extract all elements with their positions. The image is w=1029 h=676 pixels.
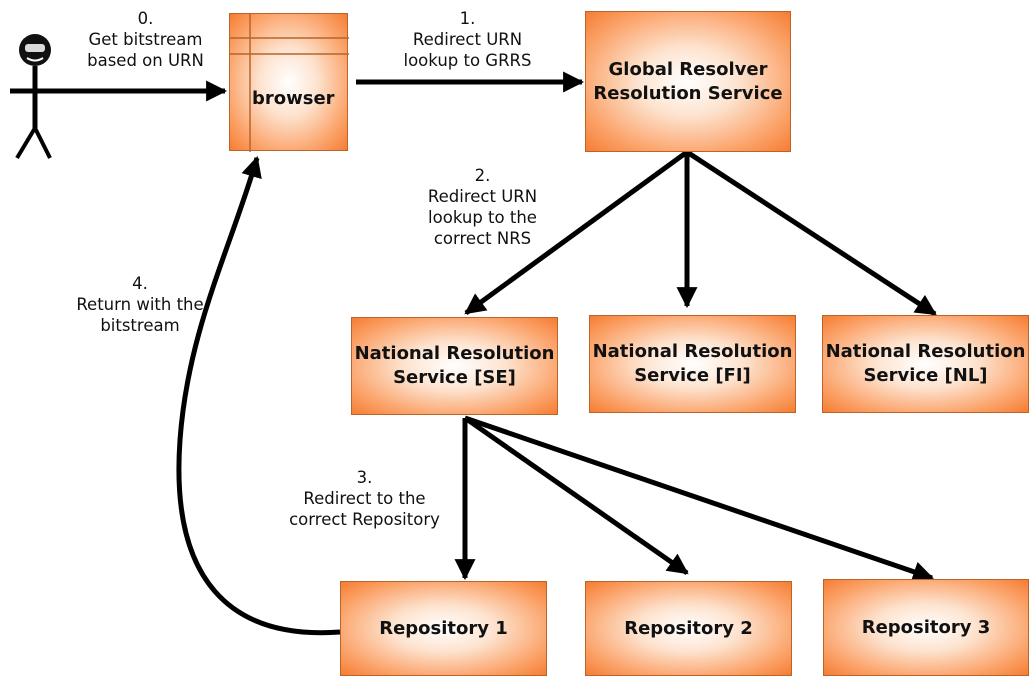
- repository-3-node[interactable]: Repository 3: [823, 579, 1029, 676]
- grrs-node[interactable]: Global Resolver Resolution Service: [585, 11, 791, 152]
- step-1-label: 1. Redirect URN lookup to GRRS: [403, 9, 532, 70]
- arrow-nrs-se-to-repo3: [464, 415, 934, 582]
- arrow-repo1-to-browser: [176, 155, 341, 636]
- browser-window[interactable]: browser: [229, 13, 349, 152]
- arrow-nrs-se-to-repo2: [463, 415, 689, 576]
- nrs-nl-node[interactable]: National Resolution Service [NL]: [822, 315, 1029, 413]
- step-3-label: 3. Redirect to the correct Repository: [289, 468, 440, 529]
- step-2-label: 2. Redirect URN lookup to the correct NR…: [427, 166, 538, 248]
- browser-label: browser: [252, 88, 335, 109]
- nrs-fi-node[interactable]: National Resolution Service [FI]: [589, 315, 796, 413]
- repository-2-node[interactable]: Repository 2: [585, 581, 792, 676]
- arrow-grrs-to-nrs-nl: [685, 149, 937, 317]
- repository-1-node[interactable]: Repository 1: [340, 581, 547, 676]
- step-4-label: 4. Return with the bitstream: [76, 274, 204, 335]
- arrow-grrs-to-nrs-se: [464, 149, 689, 316]
- user-stick-figure-icon: [15, 34, 52, 160]
- step-0-label: 0. Get bitstream based on URN: [87, 9, 204, 70]
- browser-window-frame-icon: [230, 14, 349, 152]
- nrs-se-node[interactable]: National Resolution Service [SE]: [351, 317, 558, 415]
